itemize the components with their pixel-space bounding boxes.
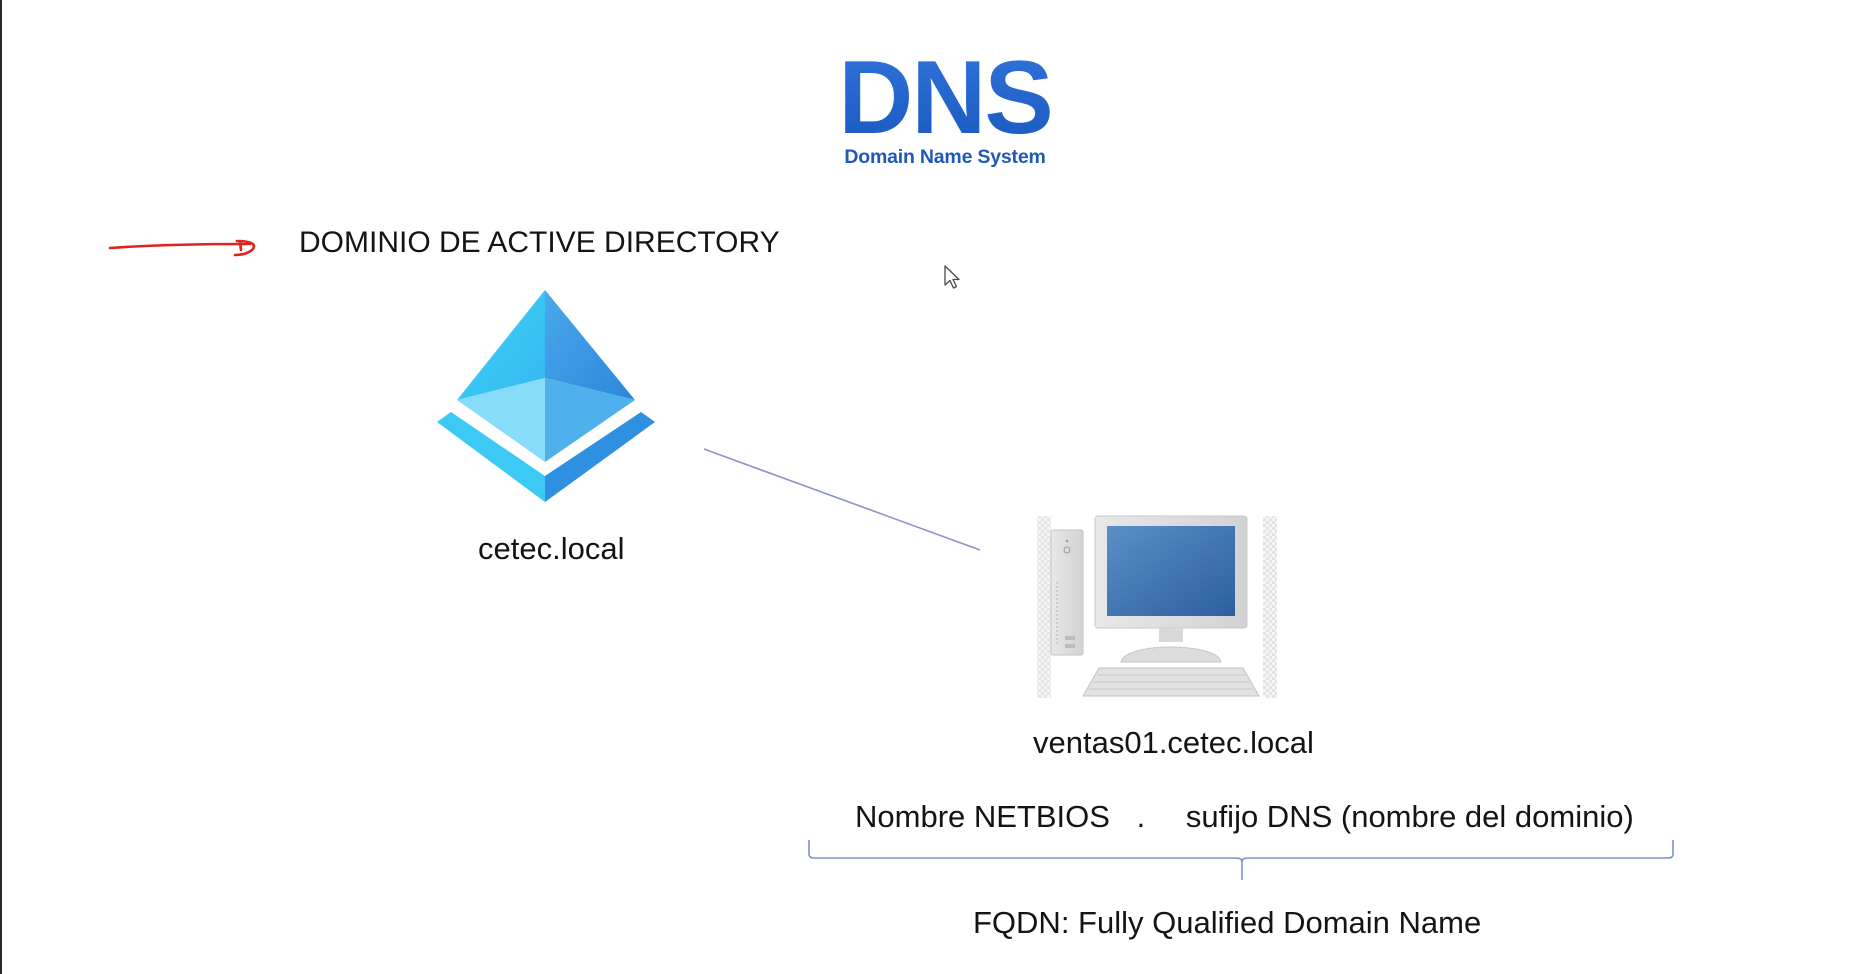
hand-drawn-arrow-right-icon xyxy=(108,239,256,257)
netbios-name-part: Nombre NETBIOS xyxy=(855,799,1110,834)
azure-active-directory-pyramid-icon xyxy=(437,290,655,502)
fqdn-caption: FQDN: Fully Qualified Domain Name xyxy=(973,905,1482,940)
domain-node-label: cetec.local xyxy=(478,531,625,566)
dns-logo-title: DNS xyxy=(820,46,1070,150)
fqdn-parts-row: Nombre NETBIOS . sufijo DNS (nombre del … xyxy=(855,798,1634,836)
dns-logo-subtitle: Domain Name System xyxy=(844,146,1046,168)
window-left-border xyxy=(0,0,2,974)
host-node-label: ventas01.cetec.local xyxy=(1033,725,1314,760)
fqdn-separator: . xyxy=(1136,799,1146,834)
dns-logo: DNS Domain Name System xyxy=(820,46,1070,168)
mouse-cursor-icon xyxy=(944,265,960,289)
curly-brace-icon xyxy=(808,840,1674,880)
desktop-computer-icon xyxy=(1037,515,1277,698)
section-heading: DOMINIO DE ACTIVE DIRECTORY xyxy=(299,226,780,259)
dns-suffix-part: sufijo DNS (nombre del dominio) xyxy=(1185,799,1634,834)
